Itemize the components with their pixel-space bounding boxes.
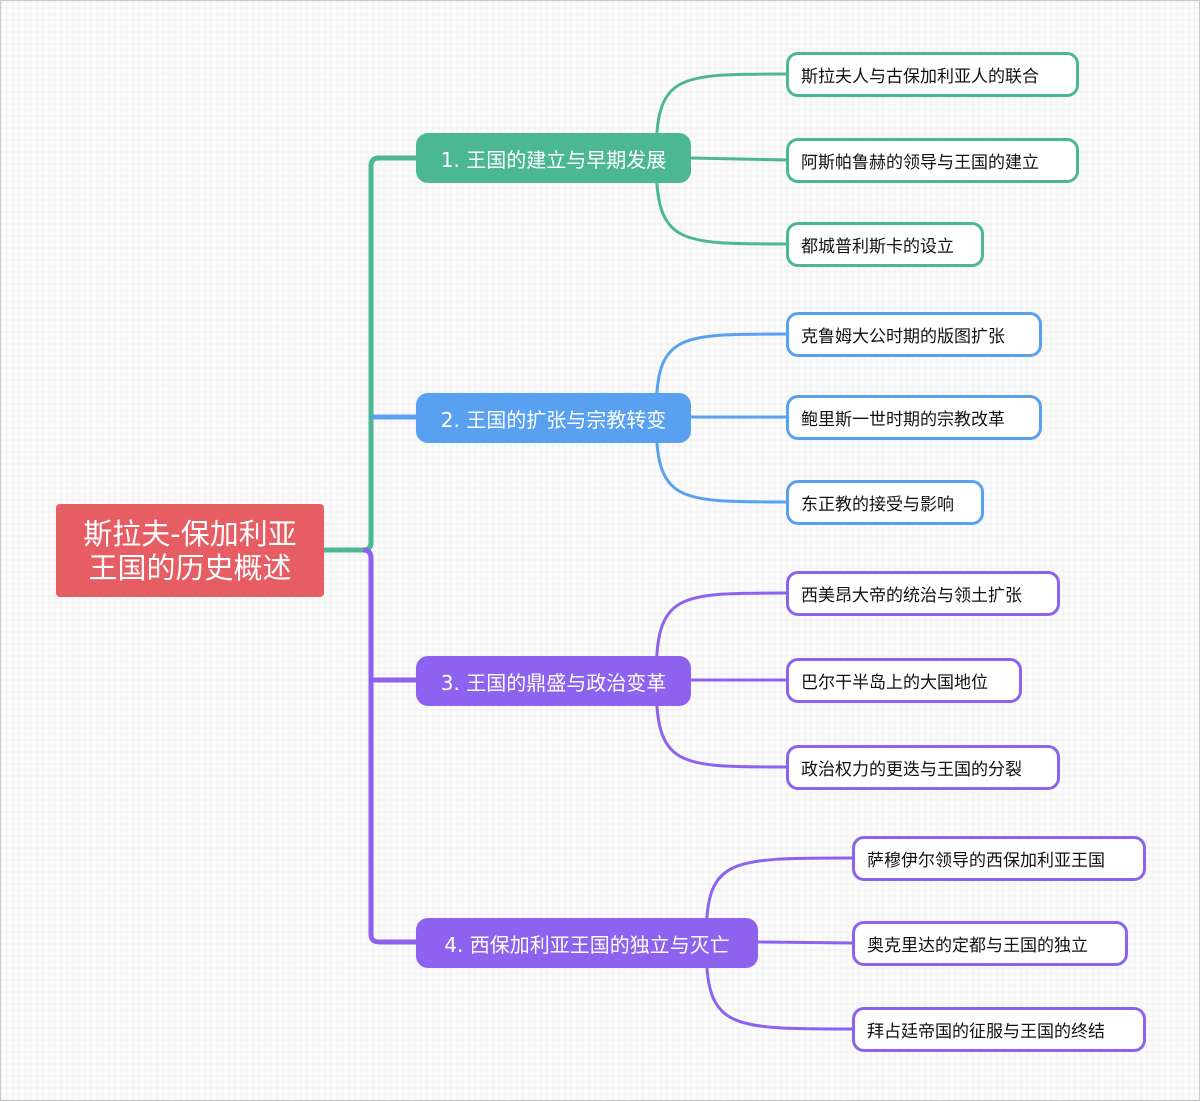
subtopic[interactable]: 西美昂大帝的统治与领土扩张 <box>786 571 1060 616</box>
subtopic[interactable]: 巴尔干半岛上的大国地位 <box>786 658 1022 703</box>
leaf-connector <box>654 72 787 159</box>
trunk-connector <box>362 547 421 945</box>
leaf-connector <box>654 157 787 246</box>
leaf-connector <box>690 156 787 162</box>
subtopic[interactable]: 克鲁姆大公时期的版图扩张 <box>786 312 1042 357</box>
subtopic[interactable]: 政治权力的更迭与王国的分裂 <box>786 745 1060 790</box>
root-topic[interactable]: 斯拉夫-保加利亚 王国的历史概述 <box>56 504 324 597</box>
leaf-connector <box>654 591 787 681</box>
branch-topic-1[interactable]: 1. 王国的建立与早期发展 <box>416 133 691 183</box>
root-title-line-2: 王国的历史概述 <box>88 550 292 585</box>
root-title-line-1: 斯拉夫-保加利亚 <box>83 516 297 551</box>
leaf-connector <box>704 941 853 1031</box>
branch-topic-3[interactable]: 3. 王国的鼎盛与政治变革 <box>416 656 691 706</box>
branch-topic-4[interactable]: 4. 西保加利亚王国的独立与灭亡 <box>416 918 758 968</box>
leaf-connector <box>757 940 853 945</box>
subtopic[interactable]: 斯拉夫人与古保加利亚人的联合 <box>786 52 1079 97</box>
subtopic[interactable]: 东正教的接受与影响 <box>786 480 984 525</box>
leaf-connector <box>654 679 787 769</box>
subtopic[interactable]: 阿斯帕鲁赫的领导与王国的建立 <box>786 138 1079 183</box>
leaf-connector <box>704 856 853 943</box>
leaf-connector <box>654 332 787 418</box>
leaf-connector <box>654 416 787 504</box>
subtopic[interactable]: 萨穆伊尔领导的西保加利亚王国 <box>852 836 1146 881</box>
subtopic[interactable]: 鲍里斯一世时期的宗教改革 <box>786 395 1042 440</box>
branch-topic-2[interactable]: 2. 王国的扩张与宗教转变 <box>416 393 691 443</box>
subtopic[interactable]: 奥克里达的定都与王国的独立 <box>852 921 1128 966</box>
trunk-connector <box>323 155 421 553</box>
subtopic[interactable]: 拜占廷帝国的征服与王国的终结 <box>852 1007 1146 1052</box>
subtopic[interactable]: 都城普利斯卡的设立 <box>786 222 984 267</box>
